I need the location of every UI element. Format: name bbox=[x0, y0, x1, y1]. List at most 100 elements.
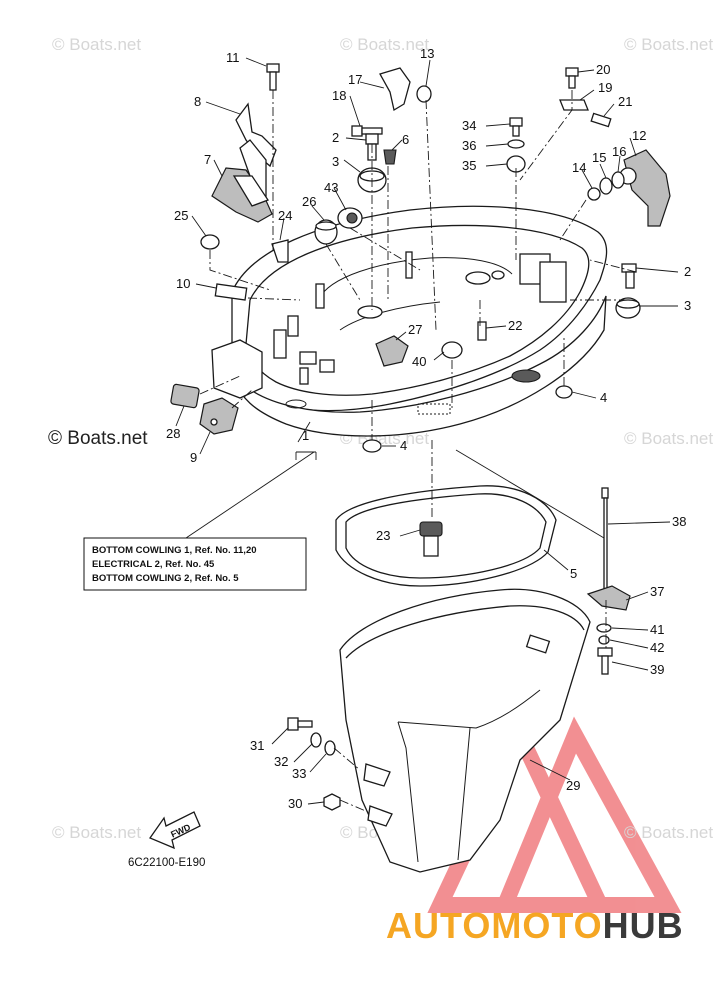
callout: 7 bbox=[204, 152, 211, 167]
callout: 19 bbox=[598, 80, 612, 95]
watermark: © Boats.net bbox=[624, 35, 713, 54]
svg-text:AUTOMOTOHUB: AUTOMOTOHUB bbox=[386, 905, 684, 946]
callout: 15 bbox=[592, 150, 606, 165]
grommet-26 bbox=[314, 219, 338, 245]
watermark: © Boats.net bbox=[624, 823, 713, 842]
brand-part-2: HUB bbox=[603, 905, 684, 946]
callout: 40 bbox=[412, 354, 426, 369]
bolt-11 bbox=[266, 63, 280, 91]
callout: 30 bbox=[288, 796, 302, 811]
washer-36 bbox=[507, 139, 525, 149]
bottom-cowling-tray bbox=[211, 205, 608, 437]
grommet-3-right bbox=[615, 297, 641, 319]
callout: 18 bbox=[332, 88, 346, 103]
note-line-1: BOTTOM COWLING 1, Ref. No. 11,20 bbox=[92, 545, 257, 556]
washer-32 bbox=[310, 732, 322, 748]
grommet-25 bbox=[200, 234, 220, 250]
watermark-dark: © Boats.net bbox=[48, 428, 148, 449]
callout: 42 bbox=[650, 640, 664, 655]
washer-16 bbox=[611, 171, 625, 189]
callout: 22 bbox=[508, 318, 522, 333]
callout: 24 bbox=[278, 208, 292, 223]
callout: 9 bbox=[190, 450, 197, 465]
bolt-2-right bbox=[621, 263, 637, 289]
washer-15 bbox=[599, 177, 613, 195]
callout: 34 bbox=[462, 118, 476, 133]
callout: 2 bbox=[332, 130, 339, 145]
assembly-lines bbox=[199, 90, 637, 813]
bolt-31 bbox=[287, 717, 313, 731]
nut-30 bbox=[323, 793, 341, 811]
callout: 6 bbox=[402, 132, 409, 147]
callout: 16 bbox=[612, 144, 626, 159]
diagram-code: 6C22100-E190 bbox=[128, 857, 205, 869]
washer-41 bbox=[596, 623, 612, 633]
callout: 20 bbox=[596, 62, 610, 77]
callout: 17 bbox=[348, 72, 362, 87]
callout: 4 bbox=[600, 390, 607, 405]
clip-24 bbox=[271, 239, 289, 263]
washer-33 bbox=[324, 740, 336, 756]
callout: 32 bbox=[274, 754, 288, 769]
callout: 13 bbox=[420, 46, 434, 61]
bolt-39 bbox=[597, 647, 613, 675]
cap-40 bbox=[441, 341, 463, 359]
callout: 8 bbox=[194, 94, 201, 109]
callout: 12 bbox=[632, 128, 646, 143]
callout: 5 bbox=[570, 566, 577, 581]
brand-part-1: AUTOMOTO bbox=[386, 905, 603, 946]
lower-cowling bbox=[339, 588, 591, 873]
watermark: © Boats.net bbox=[624, 429, 713, 448]
callout-labels: 11 13 20 8 17 18 19 21 34 2 6 12 36 7 3 … bbox=[166, 46, 691, 811]
grommet-27 bbox=[375, 335, 409, 367]
grommet-28 bbox=[170, 383, 200, 409]
foot-4a bbox=[555, 385, 573, 399]
foot-4b bbox=[362, 439, 382, 453]
callout: 27 bbox=[408, 322, 422, 337]
plate-10 bbox=[214, 283, 248, 301]
callout: 3 bbox=[332, 154, 339, 169]
callout: 41 bbox=[650, 622, 664, 637]
callout: 33 bbox=[292, 766, 306, 781]
callout: 39 bbox=[650, 662, 664, 677]
watermark: © Boats.net bbox=[340, 35, 429, 54]
clamp-37 bbox=[586, 585, 631, 611]
callout: 31 bbox=[250, 738, 264, 753]
bolt-34 bbox=[509, 117, 523, 137]
reference-note: BOTTOM COWLING 1, Ref. No. 11,20 ELECTRI… bbox=[83, 537, 307, 591]
callout: 2 bbox=[684, 264, 691, 279]
callout: 35 bbox=[462, 158, 476, 173]
callout: 25 bbox=[174, 208, 188, 223]
grommet-13 bbox=[416, 85, 432, 103]
bracket-7 bbox=[211, 167, 273, 223]
washer-42 bbox=[598, 635, 610, 645]
plug-6 bbox=[383, 149, 397, 165]
bolt-20 bbox=[565, 67, 579, 89]
callout: 29 bbox=[566, 778, 580, 793]
watermark: © Boats.net bbox=[52, 823, 141, 842]
cable-tie-38 bbox=[601, 487, 609, 599]
watermark: © Boats.net bbox=[52, 35, 141, 54]
callout: 14 bbox=[572, 160, 586, 175]
callout: 21 bbox=[618, 94, 632, 109]
callout: 11 bbox=[226, 50, 240, 65]
callout: 26 bbox=[302, 194, 316, 209]
plug-23 bbox=[419, 521, 443, 557]
callout: 37 bbox=[650, 584, 664, 599]
grommet-43 bbox=[337, 207, 363, 229]
note-line-2: ELECTRICAL 2, Ref. No. 45 bbox=[92, 559, 215, 570]
callout: 23 bbox=[376, 528, 390, 543]
lever-12 bbox=[619, 149, 671, 227]
brand-wordmark: AUTOMOTOHUB bbox=[386, 905, 684, 946]
callout: 36 bbox=[462, 138, 476, 153]
washer-14 bbox=[587, 187, 601, 201]
callout: 4 bbox=[400, 438, 407, 453]
cowling-seal bbox=[335, 485, 557, 587]
spring-21 bbox=[590, 112, 612, 128]
leader-lines bbox=[175, 57, 679, 805]
callout: 43 bbox=[324, 180, 338, 195]
callout: 1 bbox=[302, 428, 309, 443]
screw-22 bbox=[477, 321, 487, 341]
callout: 3 bbox=[684, 298, 691, 313]
